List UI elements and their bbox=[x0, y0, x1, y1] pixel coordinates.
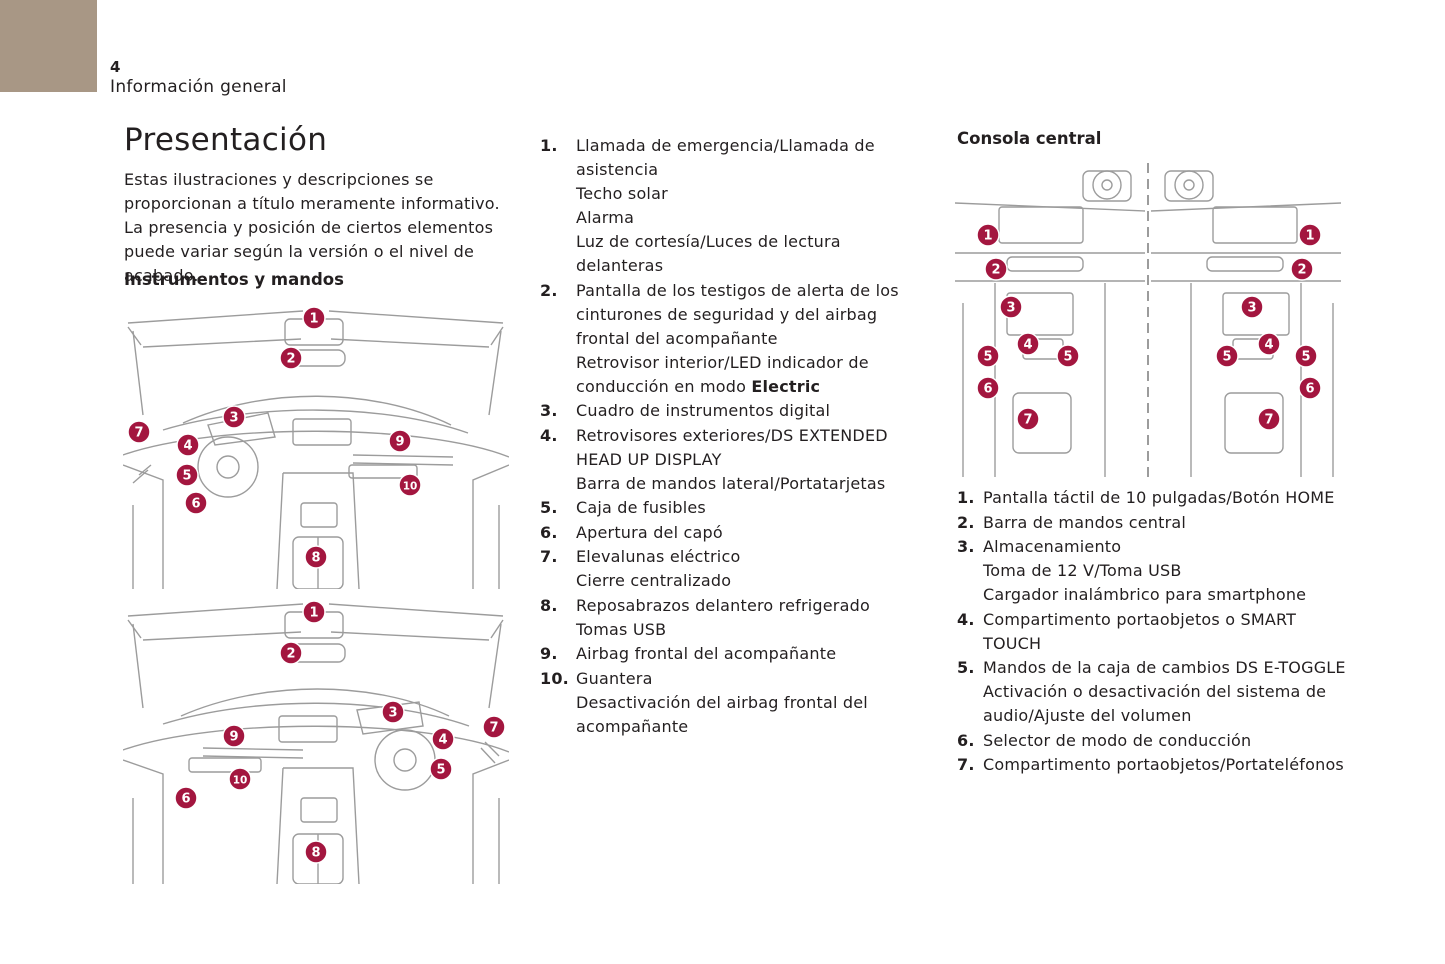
page-number: 4 bbox=[110, 58, 121, 76]
list-item: 7. Compartimento portaobjetos/Portateléf… bbox=[957, 755, 1344, 774]
dashboard-figure-lhd bbox=[123, 305, 509, 589]
instruments-legend: 1. Llamada de emergencia/Llamada de asis… bbox=[540, 134, 930, 739]
list-item: 8. Reposabrazos delantero refrigerado To… bbox=[540, 595, 870, 639]
list-item: 4. Retrovisores exteriores/DS EXTENDED H… bbox=[540, 425, 888, 493]
list-item: 1. Llamada de emergencia/Llamada de asis… bbox=[540, 136, 875, 275]
list-item: 6. Selector de modo de conducción bbox=[957, 730, 1252, 750]
console-heading: Consola central bbox=[957, 129, 1102, 148]
console-legend: 1. Pantalla táctil de 10 pulgadas/Botón … bbox=[957, 486, 1357, 778]
list-item: 7. Elevalunas eléctrico Cierre centraliz… bbox=[540, 547, 741, 590]
list-item: 3. Cuadro de instrumentos digital bbox=[540, 401, 831, 420]
instruments-heading: Instrumentos y mandos bbox=[124, 270, 344, 289]
list-item: 6. Apertura del capó bbox=[540, 522, 723, 542]
list-item: 4. Compartimento portaobjetos o SMART TO… bbox=[957, 609, 1297, 653]
page-title: Presentación bbox=[124, 122, 328, 158]
list-item: 2. Pantalla de los testigos de alerta de… bbox=[540, 280, 899, 396]
list-item: 3. Almacenamiento Toma de 12 V/Toma USB … bbox=[957, 537, 1307, 604]
list-item: 2. Barra de mandos central bbox=[957, 512, 1187, 532]
intro-paragraph: Estas ilustraciones y descripciones se p… bbox=[124, 170, 500, 285]
list-item: 1. Pantalla táctil de 10 pulgadas/Botón … bbox=[957, 488, 1335, 507]
section-title: Información general bbox=[110, 77, 287, 97]
list-item: 5. Mandos de la caja de cambios DS E-TOG… bbox=[957, 658, 1346, 725]
list-item: 10. Guantera Desactivación del airbag fr… bbox=[540, 668, 868, 736]
list-item: 5. Caja de fusibles bbox=[540, 498, 706, 517]
corner-color-block bbox=[0, 0, 97, 92]
console-figure bbox=[955, 163, 1341, 477]
list-item: 9. Airbag frontal del acompañante bbox=[540, 644, 837, 663]
dashboard-figure-rhd bbox=[123, 598, 509, 884]
